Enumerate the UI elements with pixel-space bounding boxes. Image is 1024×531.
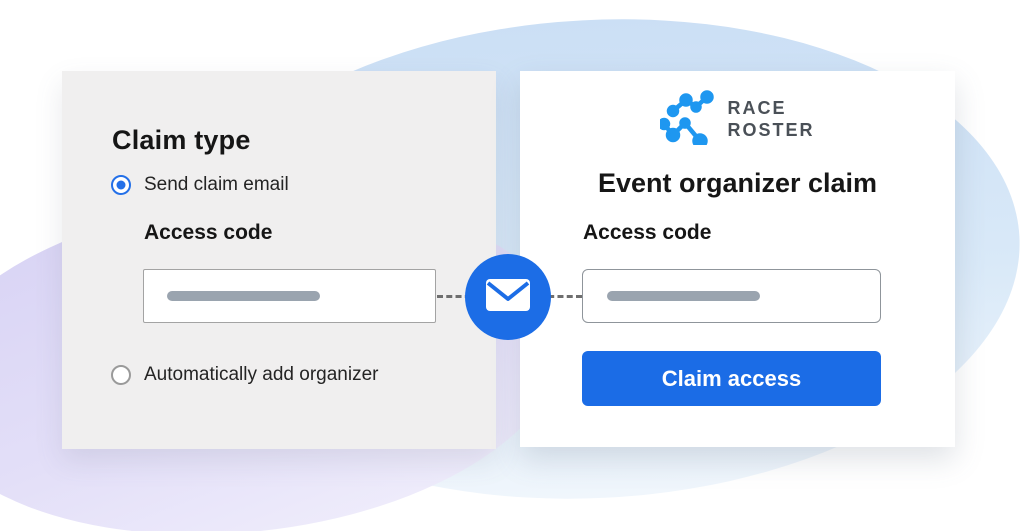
radio-automatically-add-organizer[interactable]: Automatically add organizer <box>111 364 378 386</box>
placeholder-bar <box>167 291 320 301</box>
radio-send-claim-email[interactable]: Send claim email <box>111 174 289 196</box>
event-organizer-claim-heading: Event organizer claim <box>597 168 878 198</box>
access-code-label-left: Access code <box>144 221 273 244</box>
race-roster-wordmark: RACE ROSTER <box>727 97 814 141</box>
claim-access-button[interactable]: Claim access <box>582 351 881 406</box>
claim-type-card: Claim type Send claim email Access code … <box>62 71 496 449</box>
logo-line-1: RACE <box>727 98 787 118</box>
access-code-input-right[interactable] <box>582 269 881 323</box>
radio-send-claim-email-label: Send claim email <box>144 174 289 195</box>
radio-selected-icon[interactable] <box>111 175 131 195</box>
radio-automatically-add-organizer-label: Automatically add organizer <box>144 364 379 385</box>
access-code-input-left[interactable] <box>143 269 436 323</box>
placeholder-bar <box>607 291 760 301</box>
race-roster-graph-icon <box>658 88 717 150</box>
claim-type-heading: Claim type <box>112 125 251 155</box>
email-connector-badge <box>465 254 551 340</box>
radio-unselected-icon[interactable] <box>111 365 131 385</box>
race-roster-logo: RACE ROSTER <box>520 88 955 150</box>
envelope-icon <box>485 278 531 317</box>
logo-line-2: ROSTER <box>727 120 815 140</box>
access-code-label-right: Access code <box>583 221 712 244</box>
event-organizer-claim-card: RACE ROSTER Event organizer claim Access… <box>520 71 955 447</box>
